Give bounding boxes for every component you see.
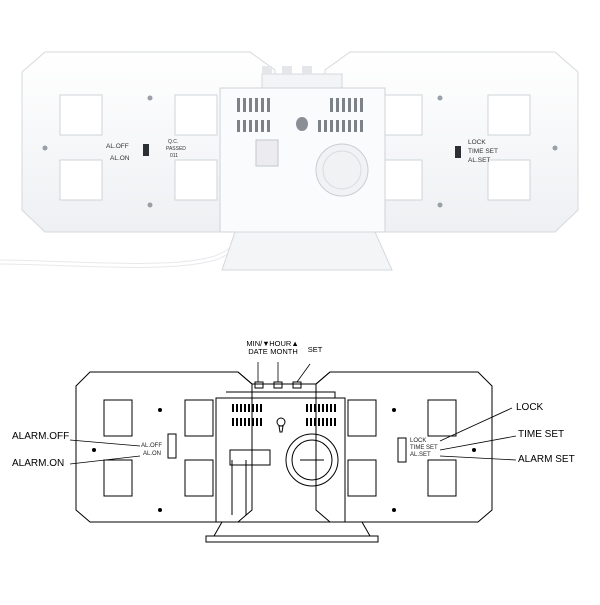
clock-photo: AL.OFF AL.ON Q.C. PASSED 011 LOCK TIME S… (0, 0, 600, 300)
button-label-hour-month-line2: MONTH (270, 347, 298, 356)
qc-sticker-line1: Q.C. (168, 139, 179, 145)
button-label-hour-month-line1: HOUR▲ (269, 339, 299, 348)
button-label-hour-month: HOUR▲ MONTH (262, 340, 306, 356)
photo-al-set-label: AL.SET (468, 157, 491, 164)
clock-line-drawing (69, 362, 517, 543)
qc-sticker-line2: PASSED (166, 146, 186, 152)
button-label-min-date-line2: DATE (248, 347, 268, 356)
clock-diagram: MIN/▼ DATE HOUR▲ MONTH SET ALARM.OFF ALA… (0, 300, 600, 600)
photo-al-off-label: AL.OFF (106, 143, 129, 150)
button-label-set-line1: SET (307, 345, 323, 354)
qc-sticker-line3: 011 (170, 153, 178, 159)
button-label-set: SET (300, 346, 330, 354)
callout-alarm-off: ALARM.OFF (12, 431, 70, 442)
photo-al-on-label: AL.ON (110, 155, 130, 162)
small-time-set-label: TIME SET (410, 445, 438, 451)
photo-lock-label: LOCK (468, 139, 486, 146)
small-al-set-label: AL.SET (410, 452, 431, 458)
small-al-on-label: AL.ON (143, 451, 162, 457)
button-label-min-date-line1: MIN/▼ (246, 339, 270, 348)
small-lock-label: LOCK (410, 438, 427, 444)
small-al-off-label: AL.OFF (141, 443, 163, 449)
callout-time-set: TIME SET (518, 429, 565, 440)
photo-time-set-label: TIME SET (468, 148, 498, 155)
clock-photo-graphic (0, 51, 579, 271)
callout-alarm-set: ALARM SET (518, 454, 575, 465)
callout-alarm-on: ALARM.ON (12, 458, 65, 469)
button-label-min-date: MIN/▼ DATE (238, 340, 278, 356)
callout-lock: LOCK (516, 402, 544, 413)
